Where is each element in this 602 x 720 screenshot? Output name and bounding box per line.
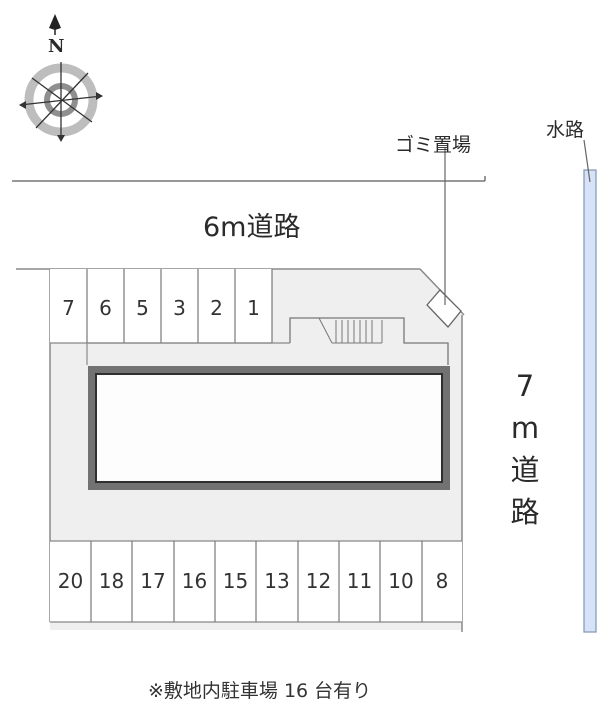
parking-slot: 6 [99, 296, 112, 320]
parking-slot: 10 [388, 569, 414, 593]
compass-rose-icon [19, 14, 103, 142]
parking-slot: 17 [140, 569, 166, 593]
garbage-area [426, 289, 462, 328]
north-label: N [48, 36, 65, 57]
parking-slot: 8 [435, 569, 449, 593]
parking-slot: 16 [181, 569, 208, 593]
parking-slot: 18 [98, 569, 125, 593]
waterway [583, 169, 597, 633]
parking-slot: 15 [222, 569, 249, 593]
parking-slot: 3 [173, 296, 186, 320]
road-right-char: 7 [515, 369, 535, 403]
parking-slot: 11 [346, 569, 373, 593]
parking-note: ※敷地内駐車場 16 台有り [148, 680, 372, 702]
road-label-top: 6m道路 [203, 212, 301, 243]
road-label-right: 7 m 道 路 [505, 365, 545, 533]
building [97, 375, 441, 481]
road-right-char: 路 [510, 495, 540, 529]
waterway-label: 水路 [546, 119, 585, 141]
parking-slot: 20 [57, 569, 84, 593]
parking-slot: 13 [264, 569, 290, 593]
road-right-char: m [510, 411, 540, 445]
waterway-leader-line [583, 139, 591, 183]
garbage-area-label: ゴミ置場 [395, 134, 472, 156]
road-right-char: 道 [510, 453, 540, 487]
stairs-icon [318, 317, 383, 344]
parking-slot: 2 [210, 296, 223, 320]
parking-slot: 5 [136, 296, 149, 320]
parking-slot: 12 [305, 569, 332, 593]
parking-slot: 1 [247, 296, 260, 320]
parking-slot: 7 [62, 296, 75, 320]
